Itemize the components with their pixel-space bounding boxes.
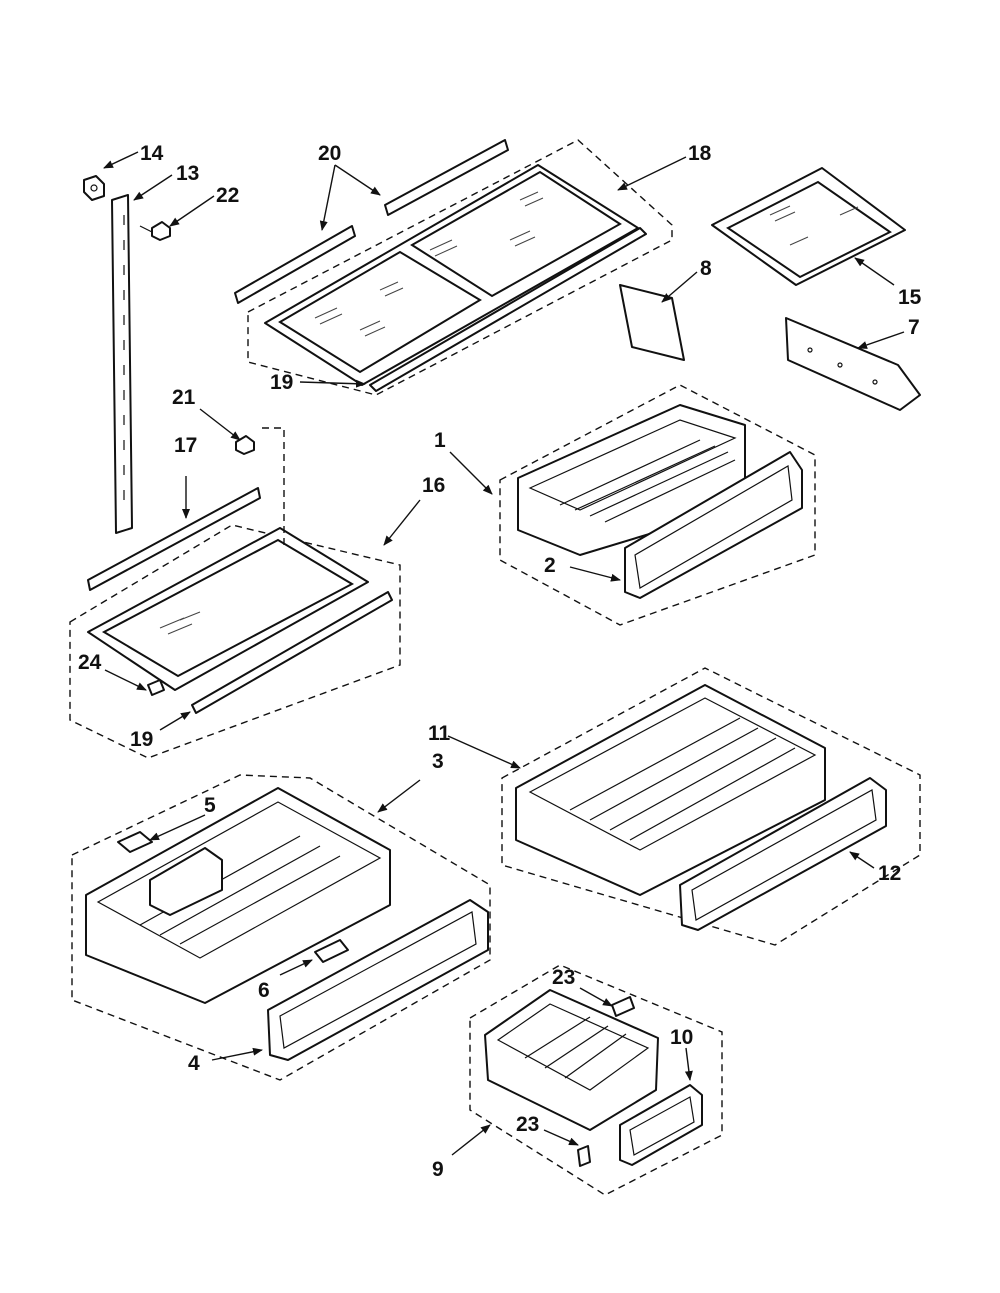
callout-16: 16 xyxy=(422,474,445,497)
callout-4: 4 xyxy=(188,1052,200,1075)
callout-1: 1 xyxy=(434,429,446,452)
callout-24: 24 xyxy=(78,651,102,674)
callout-17: 17 xyxy=(174,434,197,457)
rail-screw xyxy=(139,221,171,241)
glass-shelf-upper-assembly xyxy=(247,139,673,396)
callout-20: 20 xyxy=(318,142,341,165)
pan-drawer-1-front xyxy=(624,451,803,599)
callout-11: 11 xyxy=(428,722,451,745)
callout-14: 14 xyxy=(140,142,164,165)
callout-22: 22 xyxy=(216,184,239,207)
shelf-bracket xyxy=(785,317,921,411)
callout-13: 13 xyxy=(176,162,199,185)
callout-2: 2 xyxy=(544,554,556,577)
callout-labels: 14 13 22 20 18 8 15 7 19 21 1 17 16 2 24… xyxy=(78,142,922,1181)
pan-drawer-11-assembly xyxy=(501,667,921,946)
drawer-control-6 xyxy=(314,939,349,963)
callout-15: 15 xyxy=(898,286,922,309)
screw-23-bottom xyxy=(577,1145,591,1167)
shelf-side-trim-left xyxy=(234,225,356,304)
callout-21: 21 xyxy=(172,386,196,409)
pan-drawer-3-front xyxy=(267,899,489,1061)
callout-7: 7 xyxy=(908,316,920,339)
screw-23-top xyxy=(611,996,635,1017)
pan-drawer-3-assembly xyxy=(71,774,491,1081)
glass-shelf-lower-assembly xyxy=(69,524,401,759)
drawer-control-5 xyxy=(117,831,153,853)
callout-12: 12 xyxy=(878,862,901,885)
callout-9: 9 xyxy=(432,1158,444,1181)
callout-23-bottom: 23 xyxy=(516,1113,539,1136)
pan-drawer-9-assembly xyxy=(469,964,723,1196)
rail-end-cap xyxy=(83,175,105,201)
callout-10: 10 xyxy=(670,1026,693,1049)
callout-6: 6 xyxy=(258,979,270,1002)
pan-drawer-9-front xyxy=(619,1084,703,1166)
callout-23-top: 23 xyxy=(552,966,575,989)
callout-5: 5 xyxy=(204,794,216,817)
callout-8: 8 xyxy=(700,257,712,280)
leader-lines xyxy=(103,151,905,1156)
shelf-rail xyxy=(111,194,133,534)
shelf-side-trim-lower xyxy=(87,487,261,591)
shelf-side-trim-right xyxy=(384,139,509,216)
shelf-trim-strip-upper xyxy=(369,227,647,392)
callout-19-upper: 19 xyxy=(270,371,293,394)
callout-3: 3 xyxy=(432,750,444,773)
callout-18: 18 xyxy=(688,142,712,165)
pan-drawer-11-front xyxy=(679,777,887,931)
callout-19-lower: 19 xyxy=(130,728,153,751)
small-glass-shelf xyxy=(711,167,906,286)
divider-panel xyxy=(619,284,685,361)
